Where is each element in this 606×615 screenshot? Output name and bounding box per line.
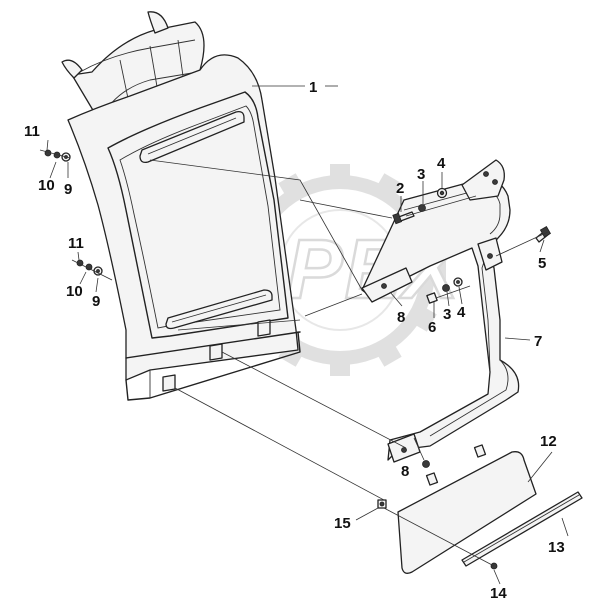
- callout-4a: 4: [437, 155, 446, 172]
- leader-lines: [46, 85, 569, 585]
- assembly-lines: [39, 149, 549, 567]
- callout-10b: 10: [66, 283, 83, 300]
- callout-1: 1: [309, 79, 317, 96]
- callout-9a: 9: [64, 181, 72, 198]
- callout-14: 14: [490, 585, 507, 602]
- callout-13: 13: [548, 539, 565, 556]
- callout-5: 5: [538, 255, 546, 272]
- support-frame-part: [361, 159, 520, 463]
- callout-8a: 8: [397, 309, 405, 326]
- callout-12: 12: [540, 433, 557, 450]
- callout-9b: 9: [92, 293, 100, 310]
- callout-3b: 3: [443, 306, 451, 323]
- callouts: 1 2 3 4 5 6 3 4 7 8 8 9 9 10 10 11 11 12…: [24, 79, 565, 602]
- plate-part: [397, 444, 537, 574]
- callout-2: 2: [396, 180, 404, 197]
- seat-panel-part: [61, 11, 301, 401]
- callout-11a: 11: [24, 123, 40, 140]
- callout-15: 15: [334, 515, 351, 532]
- callout-10a: 10: [38, 177, 55, 194]
- callout-8b: 8: [401, 463, 409, 480]
- callout-7: 7: [534, 333, 542, 350]
- strip-part: [461, 491, 583, 567]
- callout-6: 6: [428, 319, 436, 336]
- callout-4b: 4: [457, 304, 466, 321]
- callout-3a: 3: [417, 166, 425, 183]
- callout-11b: 11: [68, 235, 84, 252]
